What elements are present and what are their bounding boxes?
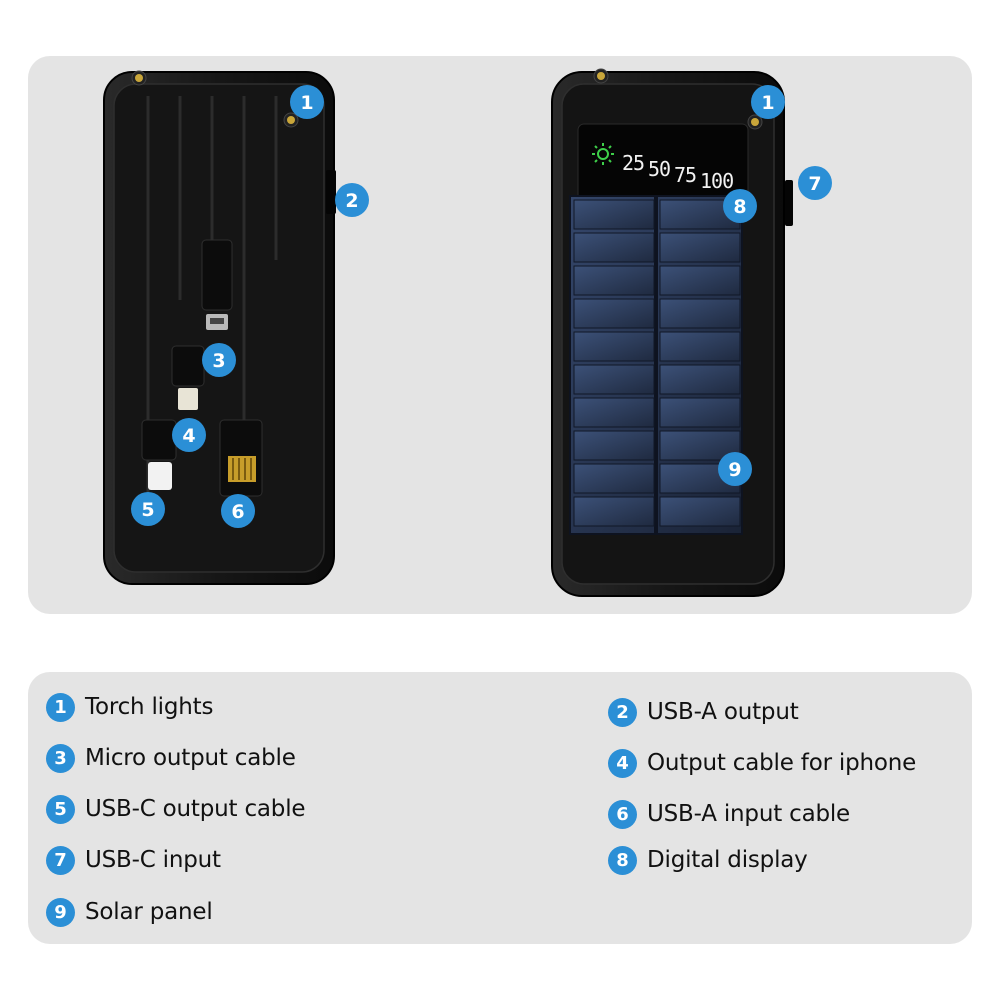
legend-badge-6: 6 — [608, 799, 637, 829]
solar-cell — [659, 364, 741, 395]
callout-5: 5 — [131, 492, 165, 526]
iphone-cable — [171, 345, 205, 410]
solar-cell — [573, 364, 655, 395]
solar-cell — [659, 397, 741, 428]
svg-text:1: 1 — [761, 92, 774, 114]
usb-a-port — [326, 170, 336, 214]
legend-label-usb-a-output: USB-A output — [647, 699, 799, 725]
legend-item-3: 3 Micro output cable — [46, 741, 296, 775]
display-readout-75: 75 — [674, 163, 696, 187]
torch-light-right — [593, 68, 763, 130]
solar-cell — [659, 232, 741, 263]
solar-cell — [659, 298, 741, 329]
power-bank-front: 25 50 75 100 — [551, 68, 793, 597]
svg-text:5: 5 — [141, 499, 154, 521]
solar-cell — [573, 397, 655, 428]
svg-text:4: 4 — [182, 425, 195, 447]
legend-item-2: 2 USB-A output — [608, 695, 799, 729]
solar-cell — [573, 199, 655, 230]
display-readout-50: 50 — [648, 157, 670, 181]
legend-item-7: 7 USB-C input — [46, 843, 221, 877]
legend-badge-9: 9 — [46, 897, 75, 927]
display-readout-100: 100 — [700, 169, 733, 193]
callout-3: 3 — [202, 343, 236, 377]
solar-cell — [573, 232, 655, 263]
callout-1-right: 1 — [751, 85, 785, 119]
legend-item-5: 5 USB-C output cable — [46, 792, 306, 826]
solar-cell — [573, 496, 655, 527]
svg-text:2: 2 — [345, 190, 358, 212]
usb-c-cable — [141, 419, 177, 490]
solar-cell — [573, 463, 655, 494]
micro-cable — [201, 239, 233, 330]
solar-panel — [569, 195, 743, 535]
legend-item-4: 4 Output cable for iphone — [608, 746, 916, 780]
display-readout-25: 25 — [622, 151, 644, 175]
product-diagram: 25 50 75 100 1 2 3 4 5 6 1 — [103, 68, 832, 597]
legend-badge-2: 2 — [608, 697, 637, 727]
solar-cell — [573, 430, 655, 461]
legend-badge-7: 7 — [46, 845, 75, 875]
svg-text:8: 8 — [733, 196, 746, 218]
legend-item-6: 6 USB-A input cable — [608, 797, 850, 831]
callout-9: 9 — [718, 452, 752, 486]
legend-badge-4: 4 — [608, 748, 637, 778]
solar-cell — [573, 331, 655, 362]
solar-cell — [659, 496, 741, 527]
svg-text:6: 6 — [231, 501, 244, 523]
legend-item-1: 1 Torch lights — [46, 690, 213, 724]
callout-8: 8 — [723, 189, 757, 223]
svg-text:9: 9 — [728, 459, 741, 481]
legend-label-usb-a-input-cable: USB-A input cable — [647, 801, 851, 827]
digital-display: 25 50 75 100 — [577, 123, 749, 201]
legend-panel — [28, 672, 972, 944]
callout-1-left: 1 — [290, 85, 324, 119]
legend-label-torch-lights: Torch lights — [85, 694, 214, 720]
svg-text:7: 7 — [808, 173, 821, 195]
power-bank-back — [103, 70, 336, 585]
usb-c-port — [785, 180, 793, 226]
solar-cell — [659, 430, 741, 461]
usb-a-cable — [219, 419, 263, 497]
legend-label-micro-output-cable: Micro output cable — [85, 745, 296, 771]
legend-badge-8: 8 — [608, 845, 637, 875]
svg-text:1: 1 — [300, 92, 313, 114]
legend-badge-5: 5 — [46, 794, 75, 824]
torch-light-left — [131, 70, 299, 128]
legend-item-8: 8 Digital display — [608, 843, 808, 877]
callout-2: 2 — [335, 183, 369, 217]
callout-6: 6 — [221, 494, 255, 528]
callout-7: 7 — [798, 166, 832, 200]
solar-cell — [659, 265, 741, 296]
sun-icon — [592, 143, 614, 165]
legend-label-usb-c-input: USB-C input — [85, 847, 221, 873]
solar-cell — [573, 298, 655, 329]
solar-cell — [659, 331, 741, 362]
legend-label-output-cable-iphone: Output cable for iphone — [647, 750, 917, 776]
legend-label-digital-display: Digital display — [647, 847, 808, 873]
callout-4: 4 — [172, 418, 206, 452]
legend-label-solar-panel: Solar panel — [85, 899, 213, 925]
legend-item-9: 9 Solar panel — [46, 895, 213, 929]
legend-label-usb-c-output-cable: USB-C output cable — [85, 796, 306, 822]
solar-cell — [573, 265, 655, 296]
legend-badge-1: 1 — [46, 692, 75, 722]
svg-text:3: 3 — [212, 350, 225, 372]
legend-badge-3: 3 — [46, 743, 75, 773]
